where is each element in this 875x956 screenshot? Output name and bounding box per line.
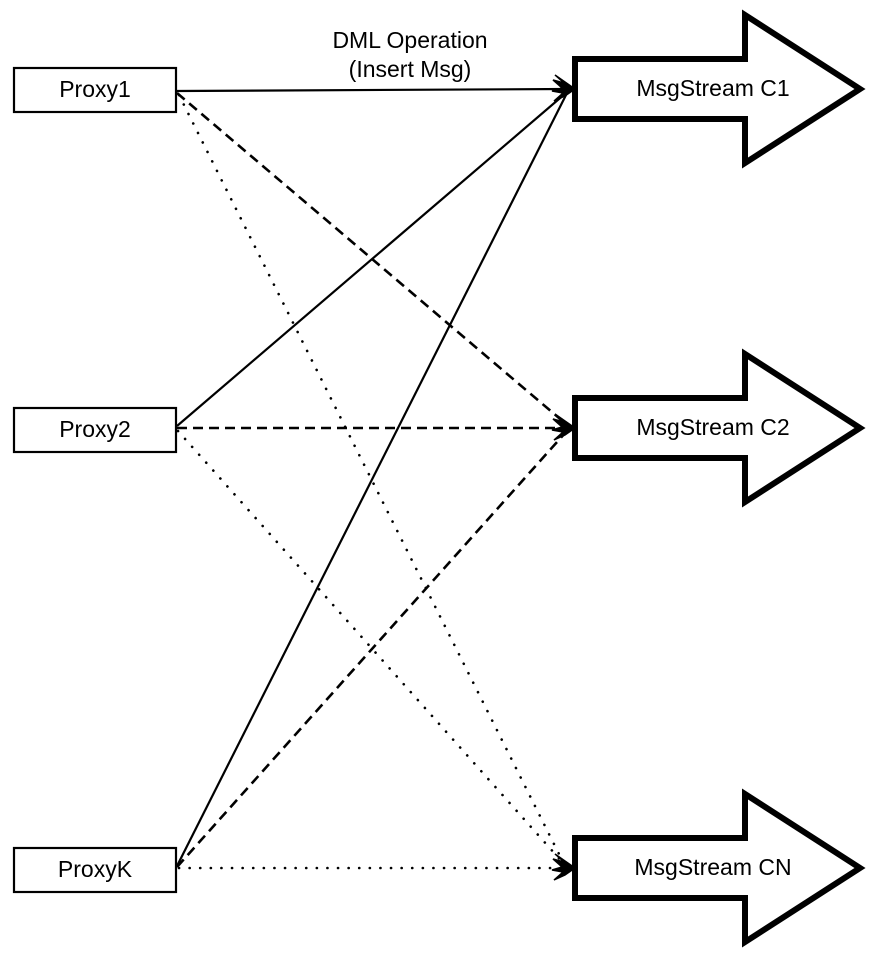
proxy2-label: Proxy2 xyxy=(59,416,131,442)
proxy1-box xyxy=(12,66,178,114)
proxyk-label: ProxyK xyxy=(58,856,133,882)
dml-operation-label-line2: (Insert Msg) xyxy=(349,56,472,82)
stream-c1-label: MsgStream C1 xyxy=(636,75,789,101)
proxyk[interactable]: ProxyK xyxy=(12,846,178,894)
arrowheads-group xyxy=(551,74,577,881)
stream-c2-shape xyxy=(572,348,866,508)
link-proxyk-c1 xyxy=(176,94,567,867)
link-proxyk-c2 xyxy=(176,431,567,868)
arrowhead-cn xyxy=(551,853,577,881)
stream-c2-label: MsgStream C2 xyxy=(636,414,789,440)
proxyk-box xyxy=(12,846,178,894)
proxy1[interactable]: Proxy1 xyxy=(12,66,178,114)
stream-c1[interactable]: MsgStream C1 xyxy=(572,9,866,169)
proxy2[interactable]: Proxy2 xyxy=(12,406,178,454)
link-proxy1-c2 xyxy=(176,92,567,425)
proxy1-label: Proxy1 xyxy=(59,76,131,102)
link-proxy2-cn xyxy=(176,429,566,866)
connection-links-group xyxy=(176,87,567,870)
proxy2-box xyxy=(12,406,178,454)
msgstream-group: MsgStream C1 MsgStream C2 MsgStream CN xyxy=(572,9,866,948)
stream-c1-shape xyxy=(572,9,866,169)
link-proxy1-c1 xyxy=(176,87,567,93)
stream-c2[interactable]: MsgStream C2 xyxy=(572,348,866,508)
dml-operation-label: DML Operation (Insert Msg) xyxy=(332,27,487,82)
arrowhead-c2 xyxy=(551,413,577,441)
stream-cn[interactable]: MsgStream CN xyxy=(572,788,866,948)
dml-operation-label-line1: DML Operation xyxy=(332,27,487,53)
stream-cn-label: MsgStream CN xyxy=(634,854,791,880)
arrowhead-c1 xyxy=(551,74,577,102)
stream-cn-shape xyxy=(572,788,866,948)
link-proxy2-c1 xyxy=(176,92,567,427)
